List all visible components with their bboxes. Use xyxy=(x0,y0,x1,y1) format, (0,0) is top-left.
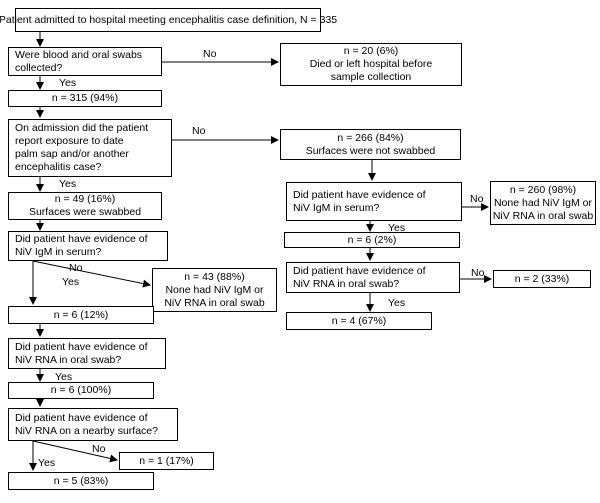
node-text: n = 49 (16%) xyxy=(54,193,116,205)
node-text: Did patient have evidence of xyxy=(293,188,426,201)
node-text: Died or left hospital before xyxy=(309,58,433,70)
node-swabbed: n = 49 (16%) Surfaces were swabbed xyxy=(8,192,162,220)
node-text: Did patient have evidence of xyxy=(293,264,426,277)
node-surface-question: Did patient have evidence of NiV RNA on … xyxy=(8,408,178,441)
label-no-rna-right: No xyxy=(471,267,485,279)
node-text: n = 20 (6%) xyxy=(343,45,399,57)
node-text: sample collection xyxy=(330,71,412,83)
node-text: None had NiV IgM or xyxy=(493,196,593,209)
node-text: n = 1 (17%) xyxy=(139,454,194,467)
node-n43: n = 43 (88%) None had NiV IgM or NiV RNA… xyxy=(152,268,277,312)
node-text: NiV RNA on a nearby surface? xyxy=(15,424,158,437)
label-yes-surface: Yes xyxy=(38,457,56,469)
label-no-igm-right: No xyxy=(470,193,484,205)
node-admitted: Patient admitted to hospital meeting enc… xyxy=(0,8,337,32)
node-n6-12: n = 6 (12%) xyxy=(8,306,154,324)
label-yes-rna-right: Yes xyxy=(388,297,406,309)
node-text: report exposure to date xyxy=(15,135,124,147)
node-n260: n = 260 (98%) None had NiV IgM or NiV RN… xyxy=(490,181,596,225)
node-text: NiV RNA in oral swab? xyxy=(293,277,400,290)
node-text: Did patient have evidence of xyxy=(15,411,148,424)
node-text: n = 5 (83%) xyxy=(53,474,109,487)
node-text: NiV RNA in oral swab xyxy=(164,296,265,309)
label-no-exposure: No xyxy=(192,125,206,137)
label-no-surface: No xyxy=(92,443,106,455)
node-rna-question-right: Did patient have evidence of NiV RNA in … xyxy=(286,262,460,293)
node-text: n = 260 (98%) xyxy=(509,183,577,196)
node-text: encephalitis case? xyxy=(15,161,102,173)
node-text: Were blood and oral swabs xyxy=(15,48,143,61)
node-text: n = 43 (88%) xyxy=(184,270,245,283)
node-died-left: n = 20 (6%) Died or left hospital before… xyxy=(280,43,462,86)
node-text: Patient admitted to hospital meeting enc… xyxy=(0,13,338,26)
node-n1: n = 1 (17%) xyxy=(119,452,214,470)
node-text: NiV IgM in serum? xyxy=(15,246,102,258)
node-igm-question-right: Did patient have evidence of NiV IgM in … xyxy=(286,182,462,221)
node-text: n = 4 (67%) xyxy=(331,314,387,327)
node-text: n = 2 (33%) xyxy=(514,272,570,285)
label-yes-rna-left: Yes xyxy=(55,371,73,383)
node-text: n = 315 (94%) xyxy=(51,92,119,104)
node-text: NiV IgM in serum? xyxy=(293,201,380,214)
node-text: None had NiV IgM or xyxy=(165,283,264,296)
arrow-surface-no xyxy=(32,440,118,463)
node-not-swabbed: n = 266 (84%) Surfaces were not swabbed xyxy=(280,129,461,160)
node-n6-100: n = 6 (100%) xyxy=(8,382,154,399)
arrow-igm-left-no xyxy=(32,260,151,288)
label-no-igm-left: No xyxy=(69,262,83,274)
node-text: Did patient have evidence of xyxy=(15,233,148,245)
label-yes-exposure: Yes xyxy=(59,178,77,190)
node-rna-question-left: Did patient have evidence of NiV RNA in … xyxy=(8,338,166,369)
node-igm-question-left: Did patient have evidence of NiV IgM in … xyxy=(8,231,168,261)
node-text: n = 6 (2%) xyxy=(347,233,397,246)
label-no-swabs: No xyxy=(203,48,217,60)
node-exposure-question: On admission did the patient report expo… xyxy=(8,119,172,177)
node-text: Did patient have evidence of xyxy=(15,340,148,353)
node-n4: n = 4 (67%) xyxy=(286,312,432,330)
node-n2: n = 2 (33%) xyxy=(493,270,591,288)
node-text: palm sap and/or another xyxy=(15,148,129,160)
node-swabs-question: Were blood and oral swabs collected? xyxy=(8,47,162,76)
node-text: Surfaces were not swabbed xyxy=(305,144,436,157)
node-text: On admission did the patient xyxy=(15,122,149,134)
node-text: n = 266 (84%) xyxy=(337,131,404,144)
label-yes-igm-right: Yes xyxy=(388,222,406,234)
label-yes-swabs: Yes xyxy=(59,77,77,89)
node-text: NiV RNA in oral swab xyxy=(492,209,594,222)
label-yes-igm-left: Yes xyxy=(62,276,80,288)
node-text: n = 6 (100%) xyxy=(50,384,112,396)
node-n315: n = 315 (94%) xyxy=(8,90,162,107)
node-text: NiV RNA in oral swab? xyxy=(15,353,122,366)
node-text: collected? xyxy=(15,61,63,74)
node-text: Surfaces were swabbed xyxy=(28,206,142,218)
node-text: n = 6 (12%) xyxy=(53,308,109,321)
node-n6-right: n = 6 (2%) xyxy=(284,232,460,248)
node-n5: n = 5 (83%) xyxy=(8,472,154,490)
